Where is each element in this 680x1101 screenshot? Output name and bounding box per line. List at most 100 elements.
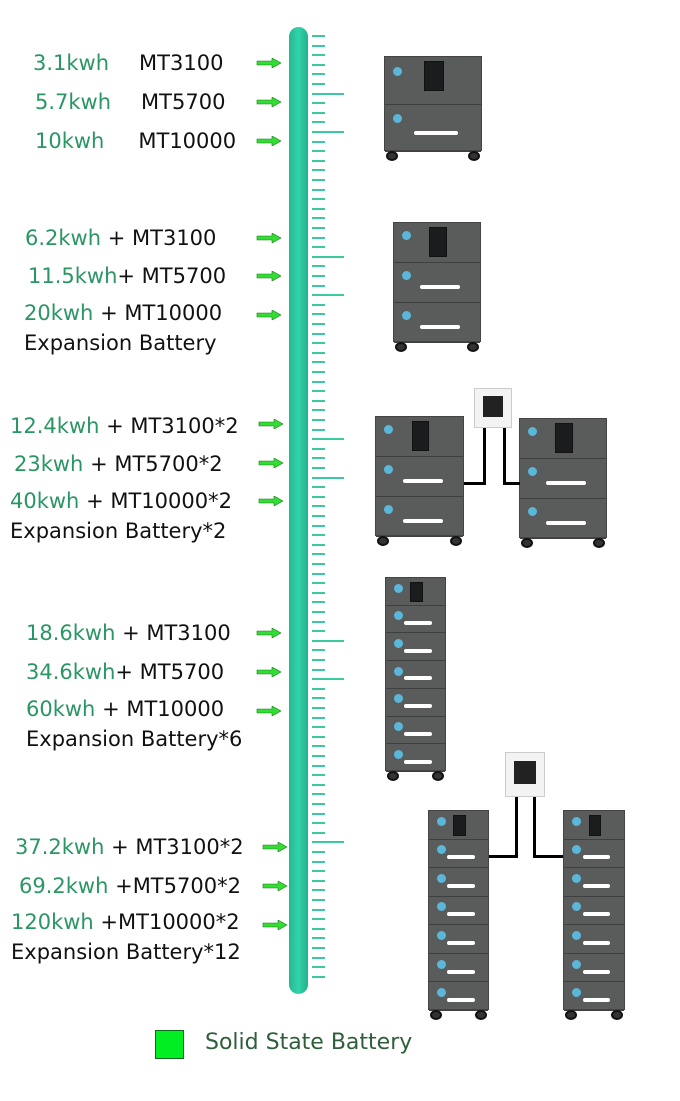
scale-tick: [312, 534, 325, 536]
scale-tick: [312, 93, 344, 95]
scale-tick: [312, 976, 325, 978]
battery-module: [386, 744, 445, 772]
arrow-right-icon: [256, 58, 282, 68]
display-screen: [555, 423, 573, 453]
battery-module: [376, 497, 463, 537]
battery-module: [386, 633, 445, 662]
scale-tick: [312, 45, 325, 47]
logo-icon: [437, 902, 446, 912]
capacity-scale-bar: [289, 27, 308, 994]
scale-tick: [312, 793, 325, 795]
battery-module: [386, 578, 445, 606]
logo-icon: [572, 845, 581, 855]
scale-tick: [312, 909, 325, 911]
scale-tick: [312, 966, 325, 968]
handle: [402, 479, 443, 483]
logo-icon: [528, 507, 537, 516]
scale-tick: [312, 313, 325, 315]
scale-tick: [312, 832, 325, 834]
logo-icon: [437, 845, 446, 855]
scale-tick: [312, 390, 325, 392]
scale-tick: [312, 265, 325, 267]
battery-module: [386, 606, 445, 634]
kwh-value: 20kwh: [24, 301, 94, 325]
scale-tick: [312, 285, 325, 287]
handle: [447, 969, 475, 974]
scale-tick: [312, 563, 325, 565]
capacity-row: 69.2kwh +MT5700*2: [19, 873, 241, 899]
handle: [447, 883, 475, 888]
model-label: + MT5700*2: [90, 452, 223, 476]
handle: [404, 676, 432, 681]
wheel-icon: [468, 151, 480, 161]
logo-icon: [402, 311, 411, 320]
logo-icon: [437, 816, 446, 826]
scale-tick: [312, 630, 325, 632]
cable: [464, 482, 486, 485]
scale-tick: [312, 333, 325, 335]
wheel-icon: [395, 342, 407, 352]
scale-tick: [312, 784, 325, 786]
logo-icon: [394, 694, 403, 704]
scale-tick: [312, 83, 325, 85]
model-label: +MT10000*2: [100, 910, 240, 934]
scale-tick: [312, 582, 325, 584]
battery-cabinet: [375, 416, 464, 537]
arrow-right-icon: [258, 419, 284, 429]
display-screen: [588, 815, 602, 836]
logo-icon: [572, 816, 581, 826]
arrow-right-icon: [256, 667, 282, 677]
legend-label: Solid State Battery: [205, 1030, 413, 1055]
scale-tick: [312, 688, 325, 690]
capacity-row: 20kwh + MT10000: [24, 300, 222, 326]
legend-swatch: [155, 1030, 184, 1059]
scale-tick: [312, 697, 325, 699]
wheel-icon: [387, 771, 399, 781]
expansion-label: Expansion Battery*2: [10, 519, 227, 543]
logo-icon: [384, 505, 393, 514]
handle: [582, 940, 611, 945]
scale-tick: [312, 861, 325, 863]
handle: [402, 519, 443, 523]
scale-tick: [312, 755, 325, 757]
kwh-value: 23kwh: [14, 452, 84, 476]
display-screen: [424, 61, 444, 91]
display-screen: [429, 227, 447, 257]
handle: [582, 883, 611, 888]
model-label: +MT5700*2: [115, 874, 241, 898]
battery-cabinet: [385, 577, 446, 772]
handle: [546, 481, 586, 485]
logo-icon: [394, 722, 403, 732]
logo-icon: [384, 465, 393, 474]
wheel-icon: [430, 1010, 442, 1020]
capacity-row: 120kwh +MT10000*2: [11, 909, 240, 935]
handle: [546, 521, 586, 525]
scale-tick: [312, 160, 325, 162]
scale-tick: [312, 765, 325, 767]
scale-tick: [312, 112, 325, 114]
wheel-icon: [565, 1010, 577, 1020]
battery-module: [564, 954, 624, 983]
battery-cabinet: [384, 56, 482, 152]
kwh-value: 6.2kwh: [25, 226, 102, 250]
scale-tick: [312, 179, 325, 181]
model-label: + MT5700: [115, 660, 225, 684]
scale-tick: [312, 121, 325, 123]
scale-tick: [312, 870, 325, 872]
battery-module: [520, 499, 606, 539]
battery-module: [394, 223, 480, 263]
scale-tick: [312, 189, 325, 191]
kwh-value: 120kwh: [11, 910, 94, 934]
wheel-icon: [521, 538, 533, 548]
arrow-right-icon: [256, 97, 282, 107]
kwh-value: 34.6kwh: [26, 660, 116, 684]
scale-tick: [312, 227, 325, 229]
battery-module: [376, 417, 463, 457]
handle: [447, 855, 475, 860]
wheel-icon: [450, 536, 462, 546]
battery-module: [520, 419, 606, 459]
scale-tick: [312, 457, 325, 459]
scale-tick: [312, 899, 325, 901]
handle: [404, 731, 432, 736]
battery-module: [520, 459, 606, 499]
